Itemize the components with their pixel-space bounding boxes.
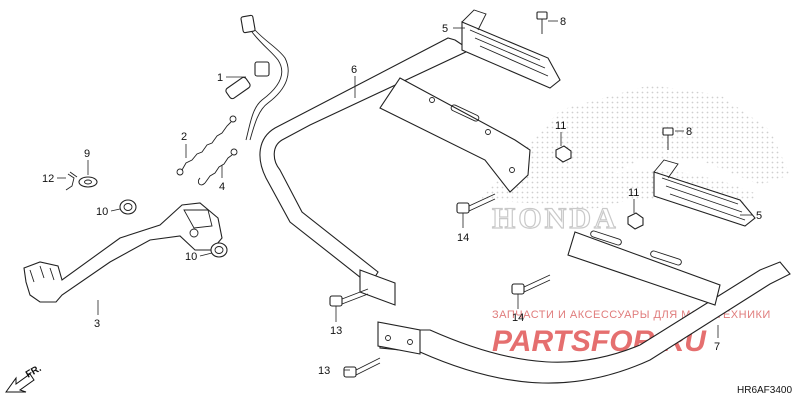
part-step-plate-upper bbox=[461, 9, 561, 89]
callout-3: 3 bbox=[94, 318, 100, 330]
callout-6: 6 bbox=[351, 64, 357, 76]
honda-wing-emblem: HONDA bbox=[480, 85, 790, 236]
part-bushing-right bbox=[210, 242, 228, 258]
callout-5-upper: 5 bbox=[442, 23, 448, 35]
part-washer bbox=[78, 176, 98, 188]
callout-10-right: 10 bbox=[185, 251, 197, 263]
callout-4: 4 bbox=[219, 181, 225, 193]
part-front-bar-upper bbox=[259, 37, 531, 306]
callout-2: 2 bbox=[181, 131, 187, 143]
honda-emblem-word: HONDA bbox=[492, 202, 619, 235]
callout-8-lower: 8 bbox=[686, 126, 692, 138]
callout-11-lower: 11 bbox=[628, 187, 639, 199]
front-arrow-icon bbox=[5, 373, 35, 393]
callouts: 1 2 3 4 5 5 6 7 8 8 9 10 10 11 11 12 13 … bbox=[42, 16, 762, 377]
front-label: FR. bbox=[24, 363, 44, 381]
part-spring-lower bbox=[197, 148, 238, 186]
part-bolt-8-lower bbox=[662, 127, 674, 150]
part-bolt-13-lower bbox=[343, 357, 381, 378]
callout-5-lower: 5 bbox=[756, 210, 762, 222]
callout-9: 9 bbox=[84, 148, 90, 160]
callout-8-upper: 8 bbox=[560, 16, 566, 28]
callout-14-lower: 14 bbox=[512, 312, 524, 324]
callout-11-upper: 11 bbox=[555, 120, 566, 132]
callout-1: 1 bbox=[217, 72, 223, 84]
callout-14-upper: 14 bbox=[457, 232, 469, 244]
part-front-bar-lower bbox=[377, 230, 791, 384]
callout-13-upper: 13 bbox=[330, 325, 342, 337]
watermark-line1: ЗАПЧАСТИ И АКСЕССУАРЫ ДЛЯ МОТОТЕХНИКИ bbox=[492, 309, 771, 321]
callout-7: 7 bbox=[714, 341, 720, 353]
part-brake-switch bbox=[225, 14, 289, 141]
callout-10-left: 10 bbox=[96, 206, 108, 218]
part-bushing-left bbox=[119, 199, 137, 215]
diagram-code: HR6AF3400 bbox=[737, 385, 792, 396]
part-bolt-8-upper bbox=[536, 11, 548, 34]
callout-12: 12 bbox=[42, 173, 54, 185]
part-spring-upper bbox=[176, 115, 237, 176]
leader-lines bbox=[57, 20, 752, 371]
part-bolt-14-lower bbox=[511, 274, 551, 295]
part-nut-upper bbox=[555, 145, 572, 163]
part-step-plate-lower bbox=[653, 159, 756, 227]
callout-13-lower: 13 bbox=[318, 365, 330, 377]
part-nut-lower bbox=[627, 212, 644, 230]
part-cotter-pin bbox=[65, 171, 78, 191]
part-bolt-14-upper bbox=[456, 193, 496, 214]
part-bolt-13-upper bbox=[329, 288, 369, 307]
front-direction-indicator: FR. bbox=[5, 363, 44, 393]
